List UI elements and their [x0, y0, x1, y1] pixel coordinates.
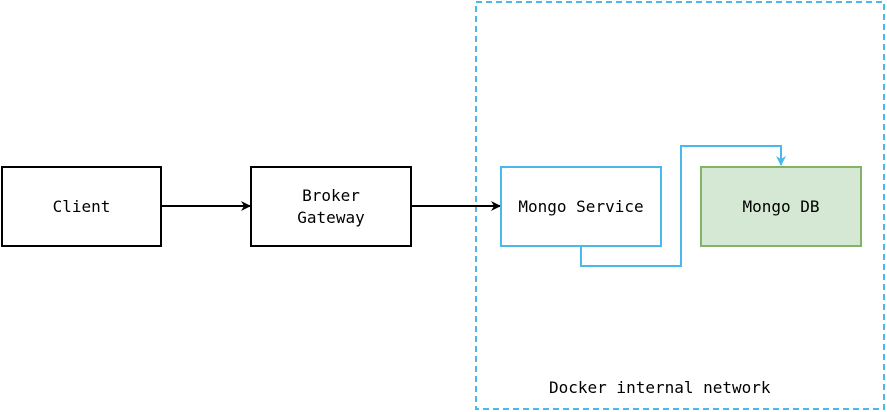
mongo-db-node[interactable]: Mongo DB: [700, 166, 862, 247]
docker-network-group-label: Docker internal network: [549, 378, 771, 397]
mongo-service-node-label: Mongo Service: [518, 196, 644, 216]
client-node[interactable]: Client: [1, 166, 162, 247]
broker-gateway-node[interactable]: Broker Gateway: [250, 166, 412, 247]
client-node-label: Client: [52, 196, 111, 216]
docker-network-group-border: [475, 1, 885, 410]
edge-mongo-service-to-mongo-db: [580, 145, 786, 267]
broker-gateway-node-label: Broker Gateway: [297, 185, 365, 227]
mongo-db-node-label: Mongo DB: [742, 196, 820, 216]
mongo-service-node[interactable]: Mongo Service: [500, 166, 662, 247]
